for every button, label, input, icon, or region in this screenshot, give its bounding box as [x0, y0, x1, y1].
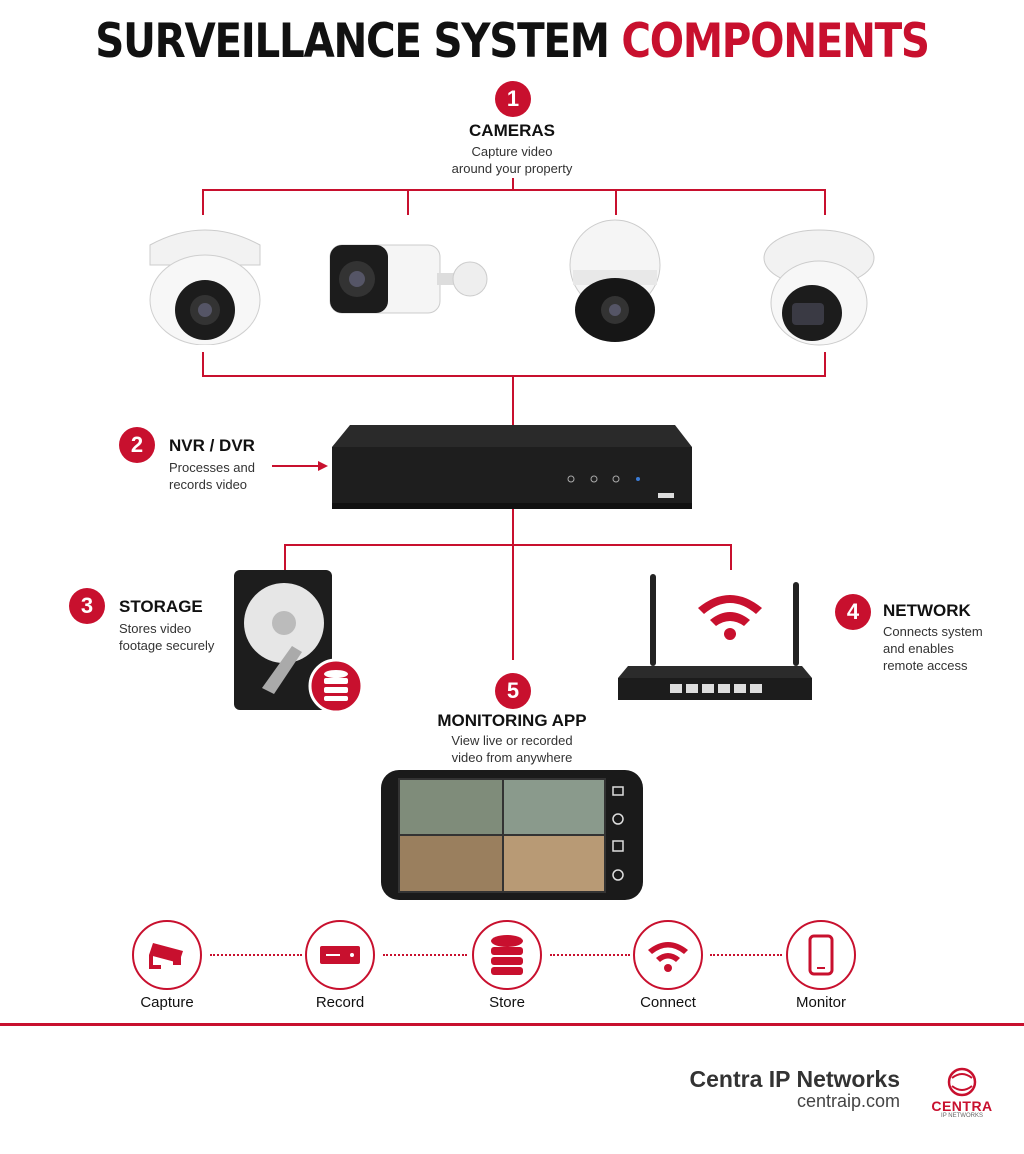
monitoring-label: MONITORING APP [437, 711, 587, 730]
flow-label-store: Store [489, 994, 525, 1011]
flow-label-monitor: Monitor [795, 994, 847, 1011]
title-part-1: SURVEILLANCE SYSTEM [95, 14, 610, 69]
smartphone-icon [808, 934, 834, 976]
network-desc-line-3: remote access [883, 658, 968, 673]
storage-desc: Stores video footage securely [119, 620, 229, 654]
step-number-4: 4 [835, 594, 871, 630]
flow-step-monitor [786, 920, 856, 990]
monitoring-desc: View live or recorded video from anywher… [392, 732, 632, 766]
nvr-desc-line-1: Processes and [169, 460, 255, 475]
network-label: NETWORK [883, 601, 971, 620]
monitoring-desc-line-1: View live or recorded [451, 733, 573, 748]
bullet-camera-icon [329, 244, 488, 314]
router-icon [618, 574, 812, 700]
centra-logo: CENTRA IP NETWORKS [922, 1064, 1002, 1124]
flow-label-connect: Connect [640, 994, 696, 1011]
security-camera-icon [149, 943, 183, 969]
cameras-label: CAMERAS [469, 121, 555, 140]
nvr-label: NVR / DVR [169, 436, 255, 455]
title-part-2: COMPONENTS [621, 14, 930, 69]
cameras-desc: Capture video around your property [412, 143, 612, 177]
logo-subtext: IP NETWORKS [941, 1113, 983, 1119]
footer-divider [0, 1023, 1024, 1026]
dome-camera-icon [149, 229, 261, 345]
storage-desc-line-2: footage securely [119, 638, 215, 653]
flow-step-record [305, 920, 375, 990]
logo-text: CENTRA [931, 1098, 993, 1114]
flow-step-store [472, 920, 542, 990]
flow-connector-1 [210, 954, 302, 956]
network-desc-line-2: and enables [883, 641, 954, 656]
recorder-icon [320, 946, 360, 964]
step-number-1: 1 [495, 81, 531, 117]
storage-desc-line-1: Stores video [119, 621, 192, 636]
step-number-5: 5 [495, 673, 531, 709]
nvr-desc-line-2: records video [169, 477, 248, 492]
flow-label-capture: Capture [140, 994, 194, 1011]
cameras-desc-line-1: Capture video [471, 144, 553, 159]
turret-camera-icon [763, 229, 875, 346]
network-desc: Connects system and enables remote acces… [883, 623, 1003, 674]
flow-connector-4 [710, 954, 782, 956]
cameras-desc-line-2: around your property [451, 161, 573, 176]
database-icon [491, 935, 523, 975]
page-title: SURVEILLANCE SYSTEM COMPONENTS [72, 14, 953, 69]
monitoring-desc-line-2: video from anywhere [451, 750, 573, 765]
nvr-device-icon [332, 425, 692, 509]
company-name: Centra IP Networks [689, 1066, 900, 1092]
network-desc-line-1: Connects system [883, 624, 983, 639]
flow-label-record: Record [315, 994, 365, 1011]
flow-step-connect [633, 920, 703, 990]
flow-step-capture [132, 920, 202, 990]
nvr-desc: Processes and records video [169, 459, 279, 493]
hard-drive-icon [234, 570, 364, 714]
storage-label: STORAGE [119, 597, 203, 616]
company-url[interactable]: centraip.com [796, 1091, 900, 1111]
logo-mark-icon [947, 1067, 977, 1097]
flow-connector-2 [383, 954, 467, 956]
step-number-3: 3 [69, 588, 105, 624]
smartphone-app-icon [381, 770, 643, 900]
wifi-icon [648, 942, 688, 972]
ptz-camera-icon [569, 219, 661, 342]
step-number-2: 2 [119, 427, 155, 463]
flow-connector-3 [550, 954, 630, 956]
